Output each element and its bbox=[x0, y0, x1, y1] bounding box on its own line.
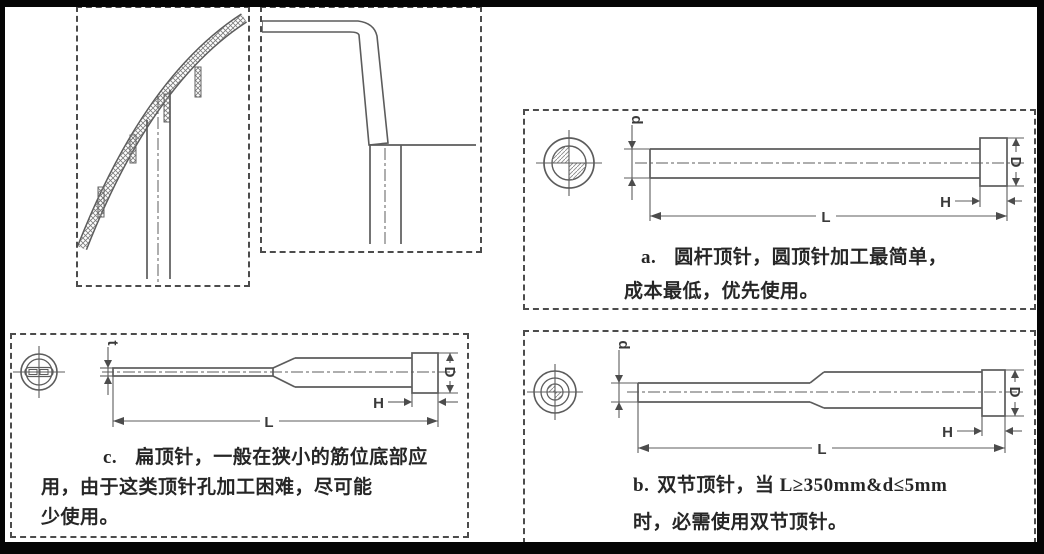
dim-label-d: d bbox=[628, 115, 645, 124]
panel-c-caption-line1: c. 扁顶针，一般在狭小的筋位底部应 bbox=[103, 447, 428, 470]
dimension-L: L bbox=[112, 376, 439, 431]
panel-a-item-label: a. bbox=[641, 247, 657, 268]
long-ejector-pin bbox=[146, 90, 171, 282]
panel-b-item-label: b. bbox=[633, 475, 650, 496]
dimension-t: t bbox=[100, 341, 121, 395]
panel-b-caption-line1: b. 双节顶针，当 L≥350mm&d≤5mm bbox=[633, 475, 947, 498]
dimension-D: D bbox=[438, 352, 458, 394]
dimension-d: d bbox=[611, 340, 641, 418]
two-stage-pin-drawing: d D H bbox=[527, 340, 1026, 458]
panel-c-flat-pin: t D H bbox=[10, 333, 469, 538]
pin-side-view bbox=[102, 352, 458, 394]
panel-a-caption-line2: 成本最低，优先使用。 bbox=[624, 281, 820, 302]
dim-label-L: L bbox=[821, 209, 830, 226]
dim-label-H: H bbox=[942, 424, 953, 441]
dimension-H: H bbox=[940, 186, 1022, 211]
ejector-pin-under-wall bbox=[369, 145, 402, 247]
dim-label-D: D bbox=[1007, 157, 1024, 168]
dim-label-d: d bbox=[615, 340, 632, 349]
small-ejector-pins bbox=[97, 66, 202, 218]
curved-shell-drawing bbox=[78, 13, 247, 282]
panel-c-caption-line2: 用，由于这类顶针孔加工困难，尽可能 bbox=[41, 477, 373, 498]
panel-a-caption-text1: 圆杆顶针，圆顶针加工最简单， bbox=[674, 247, 948, 268]
panel-a-round-pin: d D H bbox=[523, 109, 1036, 310]
wall-section bbox=[262, 20, 476, 146]
dimension-D: D bbox=[1007, 137, 1024, 187]
panel-corner-detail bbox=[260, 6, 482, 253]
end-view-round bbox=[536, 130, 602, 196]
panel-c-caption-text1: 扁顶针，一般在狭小的筋位底部应 bbox=[135, 447, 428, 468]
dimension-H: H bbox=[942, 416, 1022, 441]
panel-c-caption-line3: 少使用。 bbox=[41, 507, 120, 528]
end-view-flat bbox=[13, 346, 65, 398]
end-view-stepped bbox=[527, 364, 583, 420]
dimension-d: d bbox=[624, 115, 652, 200]
dim-label-D: D bbox=[1006, 387, 1023, 398]
dim-label-L: L bbox=[817, 441, 826, 458]
panel-c-item-label: c. bbox=[103, 447, 118, 468]
round-pin-drawing: d D H bbox=[536, 115, 1024, 226]
panel-mold-overview bbox=[76, 6, 250, 287]
panel-b-caption-line2: 时，必需使用双节顶针。 bbox=[633, 512, 848, 533]
curved-wall-band bbox=[78, 13, 247, 251]
dim-label-L: L bbox=[264, 414, 273, 431]
dimension-L: L bbox=[637, 402, 1006, 458]
dim-label-H: H bbox=[940, 194, 951, 211]
panel-b-caption-text1: 双节顶针，当 L≥350mm&d≤5mm bbox=[657, 475, 948, 496]
dim-label-t: t bbox=[104, 341, 121, 346]
dim-label-H: H bbox=[373, 395, 384, 412]
flat-pin-drawing: t D H bbox=[13, 341, 458, 431]
dimension-D: D bbox=[1005, 369, 1024, 417]
panel-b-two-stage-pin: d D H bbox=[523, 330, 1036, 544]
dimension-H: H bbox=[373, 393, 458, 412]
corner-section-drawing bbox=[262, 20, 476, 247]
dimension-L: L bbox=[649, 178, 1008, 226]
pin-side-view bbox=[635, 137, 1024, 187]
pin-side-view bbox=[627, 369, 1026, 417]
panel-a-caption-line1: a. 圆杆顶针，圆顶针加工最简单， bbox=[641, 247, 947, 270]
dim-label-D: D bbox=[441, 367, 458, 378]
